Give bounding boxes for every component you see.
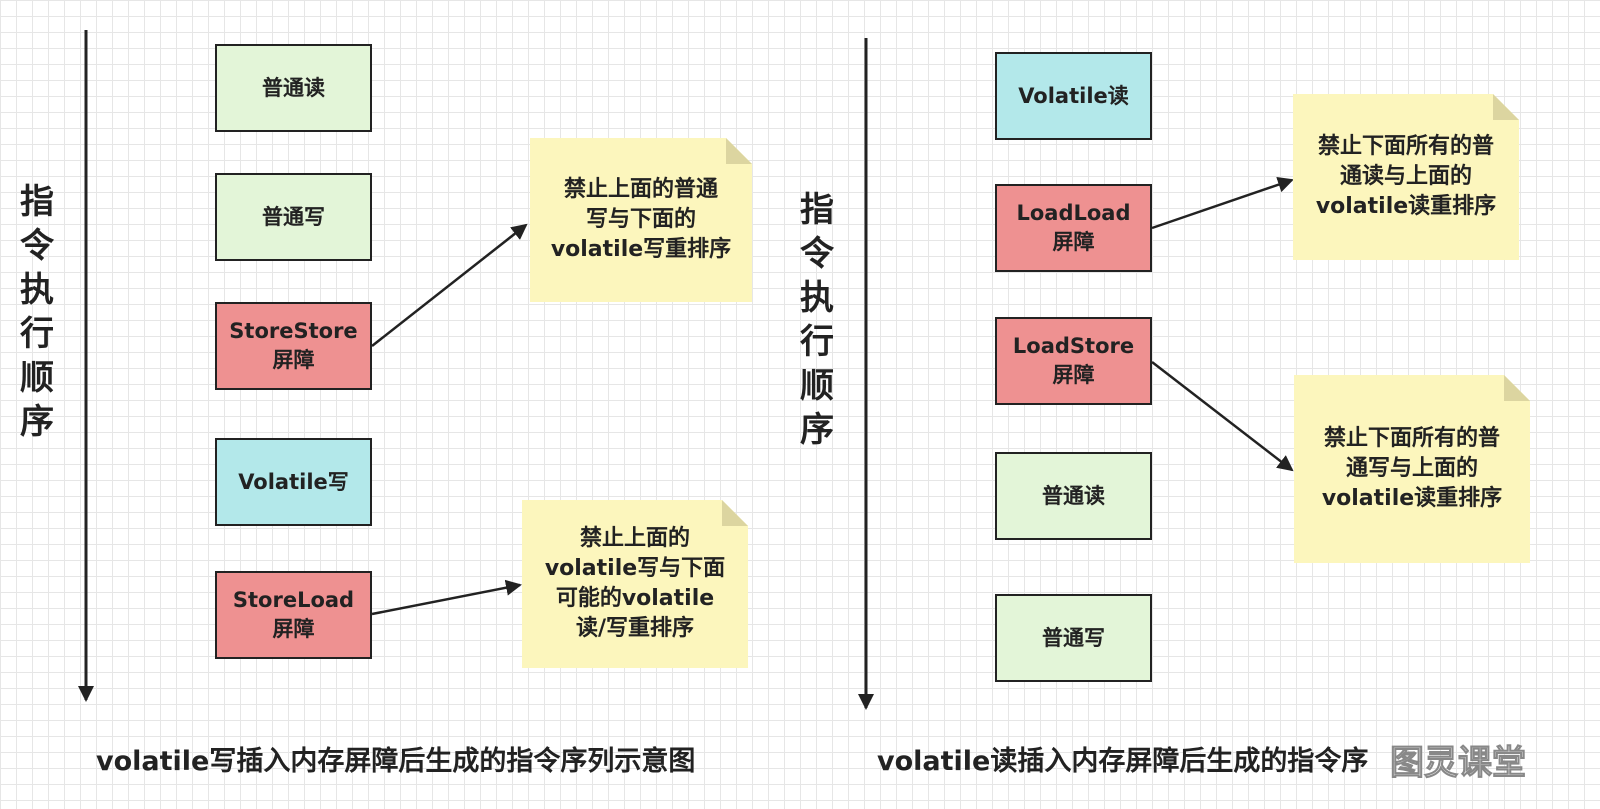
left-box-normal-write: 普通写 xyxy=(215,173,372,261)
note-fold-corner xyxy=(1493,94,1519,120)
note-fold-corner xyxy=(1504,375,1530,401)
arrow-loadstore-to-note xyxy=(1151,361,1294,472)
left-box-storestore-barrier: StoreStore 屏障 xyxy=(215,302,372,390)
arrow-loadload-to-note xyxy=(1151,176,1294,230)
right-box-loadload-barrier: LoadLoad 屏障 xyxy=(995,184,1152,272)
arrow-storeload-to-note xyxy=(371,579,522,616)
left-note-storeload: 禁止上面的 volatile写与下面 可能的volatile 读/写重排序 xyxy=(522,500,748,668)
right-note-loadload: 禁止下面所有的普 通读与上面的 volatile读重排序 xyxy=(1293,94,1519,260)
right-note-loadstore: 禁止下面所有的普 通写与上面的 volatile读重排序 xyxy=(1294,375,1530,563)
right-box-normal-read: 普通读 xyxy=(995,452,1152,540)
arrow-storestore-to-note xyxy=(371,223,528,347)
right-caption: volatile读插入内存屏障后生成的指令序 xyxy=(877,746,1369,777)
right-box-normal-write: 普通写 xyxy=(995,594,1152,682)
left-note-storestore: 禁止上面的普通 写与下面的 volatile写重排序 xyxy=(530,138,752,302)
left-box-normal-read: 普通读 xyxy=(215,44,372,132)
note-fold-corner xyxy=(726,138,752,164)
watermark-logo-text: 图灵课堂 xyxy=(1390,743,1527,784)
left-axis-label: 指令执行顺序 xyxy=(20,182,54,442)
right-axis-label: 指令执行顺序 xyxy=(800,190,834,450)
note-fold-corner xyxy=(722,500,748,526)
left-caption: volatile写插入内存屏障后生成的指令序列示意图 xyxy=(96,746,696,777)
right-box-loadstore-barrier: LoadStore 屏障 xyxy=(995,317,1152,405)
left-box-volatile-write: Volatile写 xyxy=(215,438,372,526)
right-box-volatile-read: Volatile读 xyxy=(995,52,1152,140)
left-box-storeload-barrier: StoreLoad 屏障 xyxy=(215,571,372,659)
